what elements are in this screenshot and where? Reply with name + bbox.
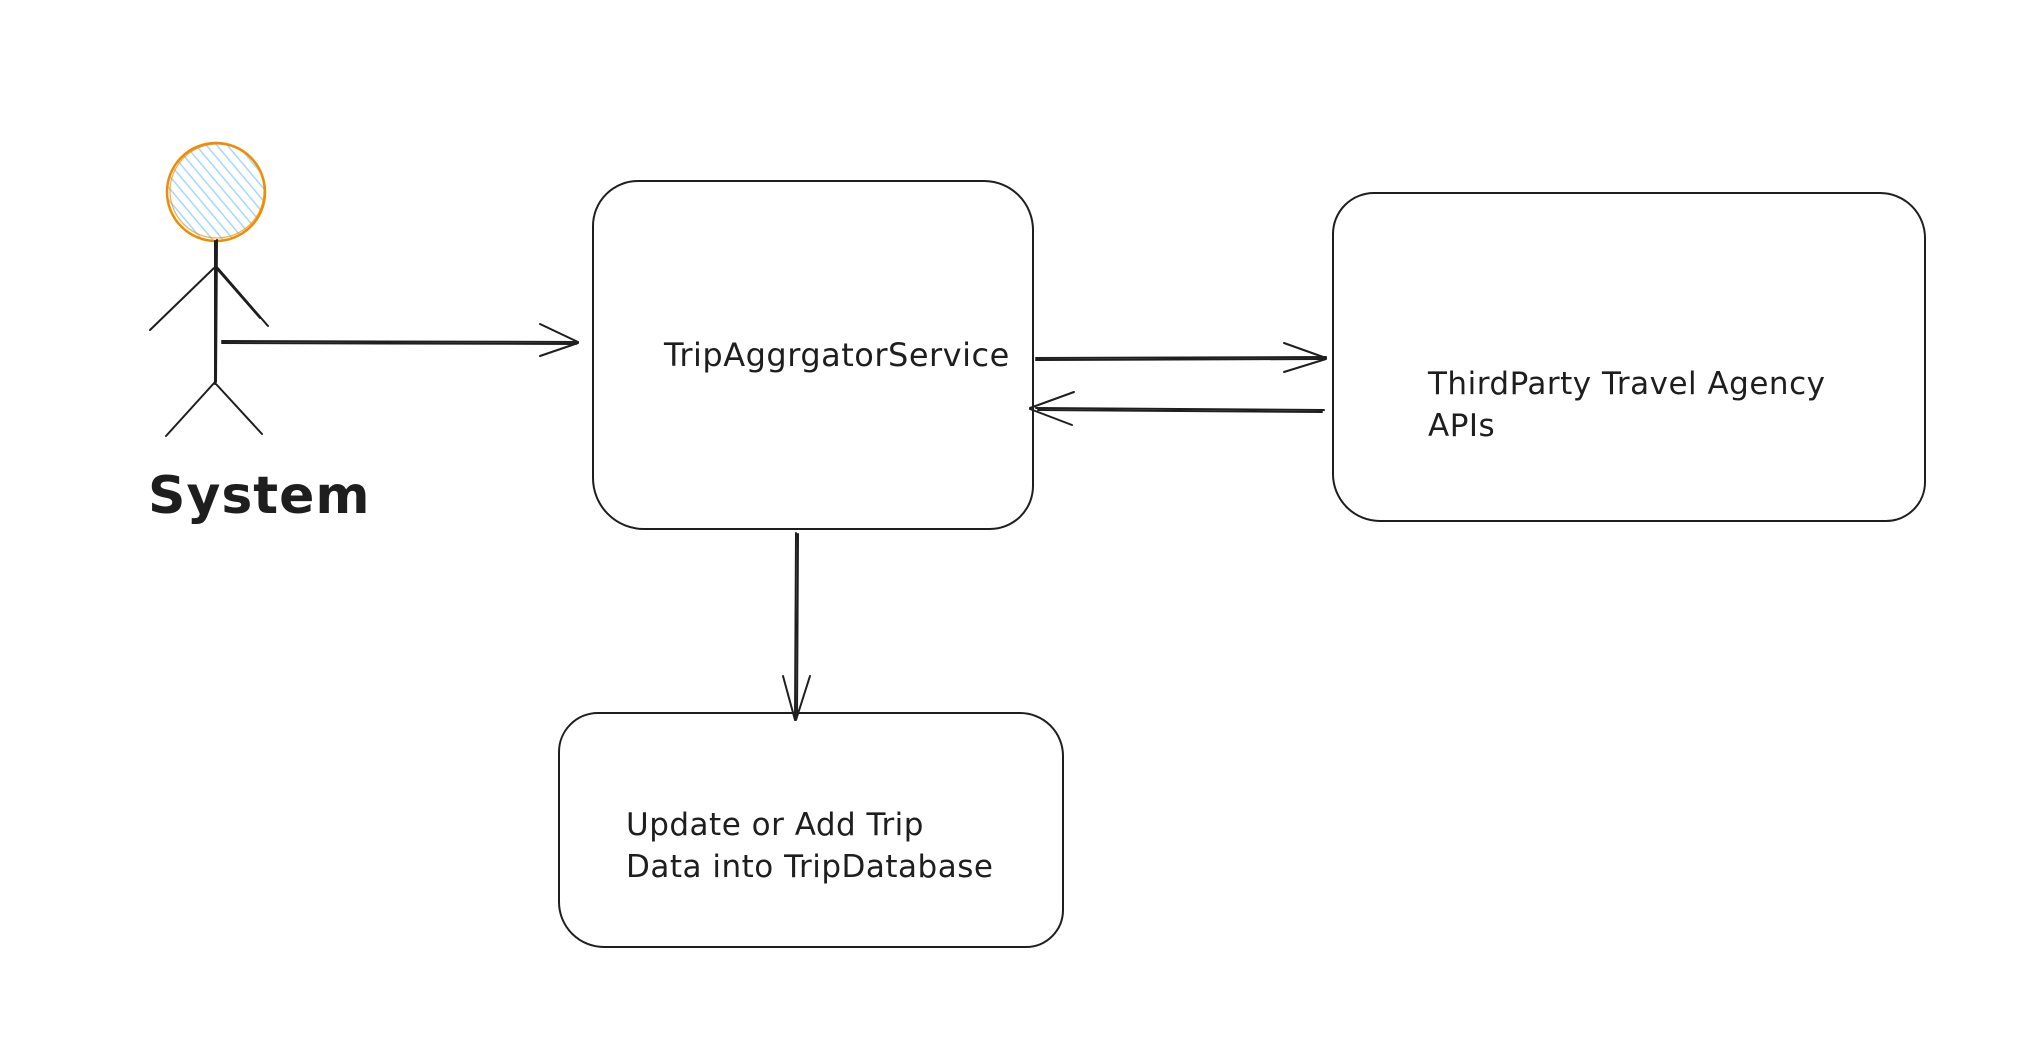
actor-figure <box>149 141 269 437</box>
arrow-agency-to-service <box>1029 391 1325 426</box>
trip-database-label-line-1: Update or Add Trip <box>626 807 924 843</box>
arrow-service-to-agency <box>1035 342 1327 373</box>
trip-database-label-line-2: Data into TripDatabase <box>626 849 994 885</box>
trip-database-label: Update or Add Trip Data into TripDatabas… <box>626 804 993 888</box>
actor-body <box>149 239 269 437</box>
third-party-agency-label-line-1: ThirdParty Travel Agency <box>1428 366 1826 402</box>
trip-database-box[interactable] <box>558 712 1064 948</box>
actor-label: System <box>148 466 371 526</box>
arrow-actor-to-service <box>221 323 579 357</box>
third-party-agency-label: ThirdParty Travel Agency APIs <box>1428 363 1825 447</box>
third-party-agency-box[interactable] <box>1332 192 1926 522</box>
actor-head <box>165 141 267 243</box>
trip-aggregator-service-box[interactable] <box>592 180 1034 530</box>
trip-aggregator-service-label: TripAggrgatorService <box>664 336 1010 374</box>
third-party-agency-label-line-2: APIs <box>1428 408 1496 444</box>
arrow-service-to-database <box>782 532 811 721</box>
